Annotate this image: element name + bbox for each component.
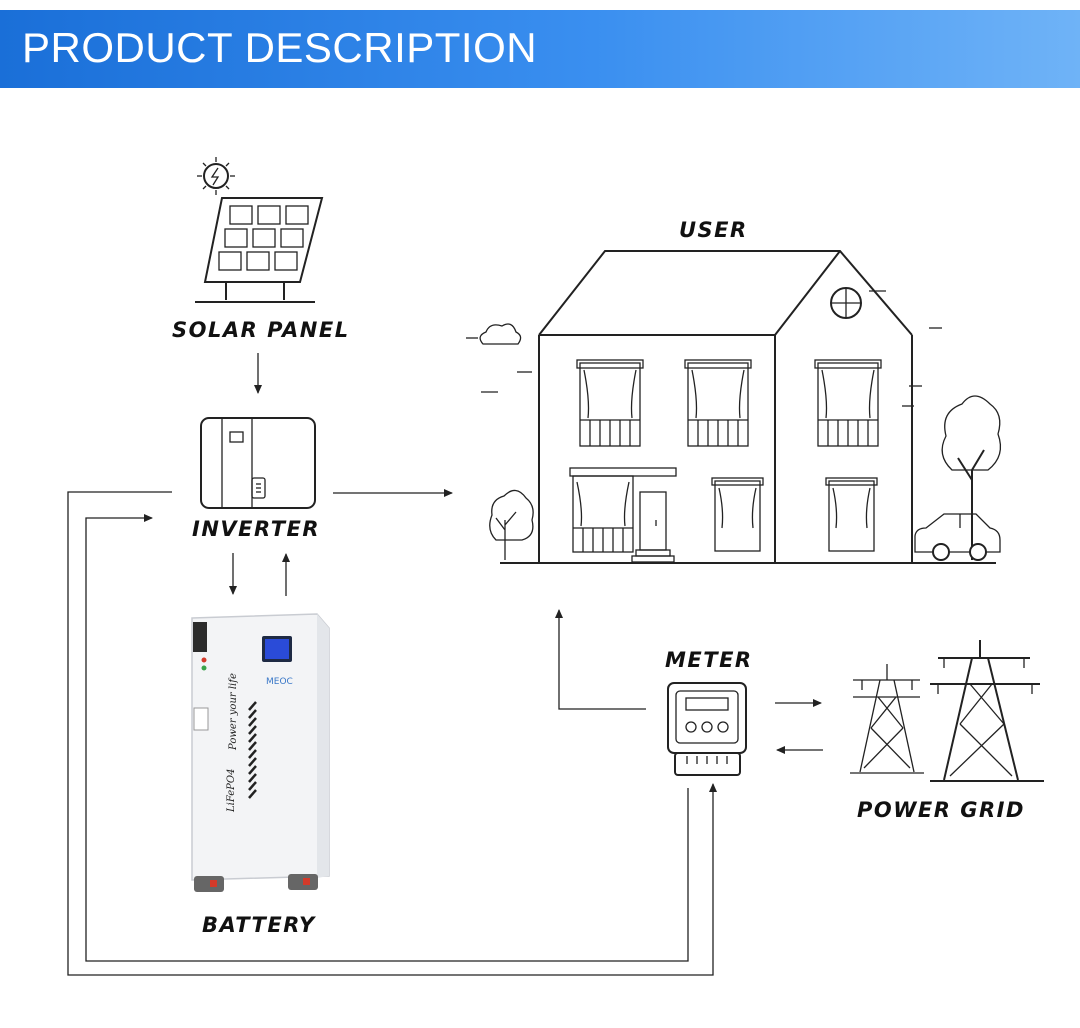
sun-icon <box>197 157 235 195</box>
page-title: PRODUCT DESCRIPTION <box>22 24 538 71</box>
battery-label: BATTERY <box>202 913 316 937</box>
user-label: USER <box>679 218 748 242</box>
battery-brand-text: MEOC <box>266 677 293 687</box>
meter-label: METER <box>665 648 753 672</box>
battery-chemistry-text: LiFePO4 <box>226 769 237 813</box>
battery-slogan-text: Power your life <box>228 673 239 751</box>
meter-icon <box>667 682 747 776</box>
power-grid-label: POWER GRID <box>857 798 1025 822</box>
battery-icon: MEOC LiFePO4 Power your life <box>191 613 330 892</box>
power-grid-icon <box>850 640 1044 782</box>
line-inverter-to-meter <box>67 491 717 976</box>
solar-panel-label: SOLAR PANEL <box>172 318 350 342</box>
house-icon <box>466 250 1002 564</box>
arrow-meter-to-user <box>555 609 646 710</box>
inverter-icon <box>200 417 316 509</box>
solar-panel-icon <box>195 197 324 303</box>
line-meter-to-inverter <box>85 514 689 962</box>
header-banner: PRODUCT DESCRIPTION <box>0 10 1080 88</box>
inverter-label: INVERTER <box>192 517 321 541</box>
